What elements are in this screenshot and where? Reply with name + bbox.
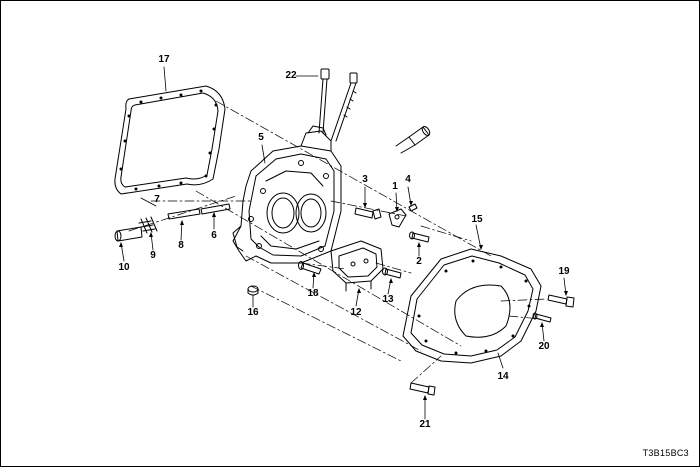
callout-13: 13 — [382, 294, 394, 305]
leader-lines — [120, 66, 567, 420]
callout-2: 2 — [416, 256, 422, 267]
callout-17: 17 — [158, 54, 170, 65]
bolt-19 — [547, 294, 575, 308]
outer-cover-14 — [402, 248, 542, 364]
lever-1 — [388, 203, 418, 228]
fitting — [395, 126, 431, 154]
outer-cover-bolt-holes — [417, 259, 531, 355]
callout-8: 8 — [178, 240, 184, 251]
callout-15: 15 — [471, 214, 483, 225]
bolt-18 — [298, 261, 322, 275]
cable-fittings-22 — [318, 68, 358, 142]
gasket-17 — [114, 85, 226, 195]
callout-18: 18 — [307, 288, 319, 299]
callout-21: 21 — [419, 419, 431, 430]
callout-12: 12 — [350, 307, 362, 318]
cover-body-5 — [232, 125, 342, 264]
bolt-3 — [354, 207, 382, 220]
callout-5: 5 — [258, 132, 264, 143]
callout-16: 16 — [247, 307, 259, 318]
callout-6: 6 — [211, 230, 217, 241]
callout-20: 20 — [538, 341, 550, 352]
callout-1: 1 — [392, 181, 398, 192]
callout-14: 14 — [497, 371, 509, 382]
alignment-lines — [128, 100, 547, 384]
callout-10: 10 — [118, 262, 130, 273]
callout-9: 9 — [150, 250, 156, 261]
leader-arrowheads — [119, 201, 568, 400]
bolt-20 — [532, 312, 552, 323]
bolt-21 — [409, 382, 436, 396]
callout-22: 22 — [285, 70, 297, 81]
rod-assembly — [114, 203, 231, 242]
gasket-17-bolt-holes — [119, 89, 218, 191]
bolt-2 — [409, 231, 430, 243]
callout-7: 7 — [154, 194, 160, 205]
figure-code: T3B15BC3 — [642, 448, 689, 458]
callout-4: 4 — [405, 174, 411, 185]
bolt-13 — [382, 267, 402, 279]
bracket-12 — [330, 240, 384, 292]
callout-19: 19 — [558, 266, 570, 277]
callout-3: 3 — [362, 174, 368, 185]
